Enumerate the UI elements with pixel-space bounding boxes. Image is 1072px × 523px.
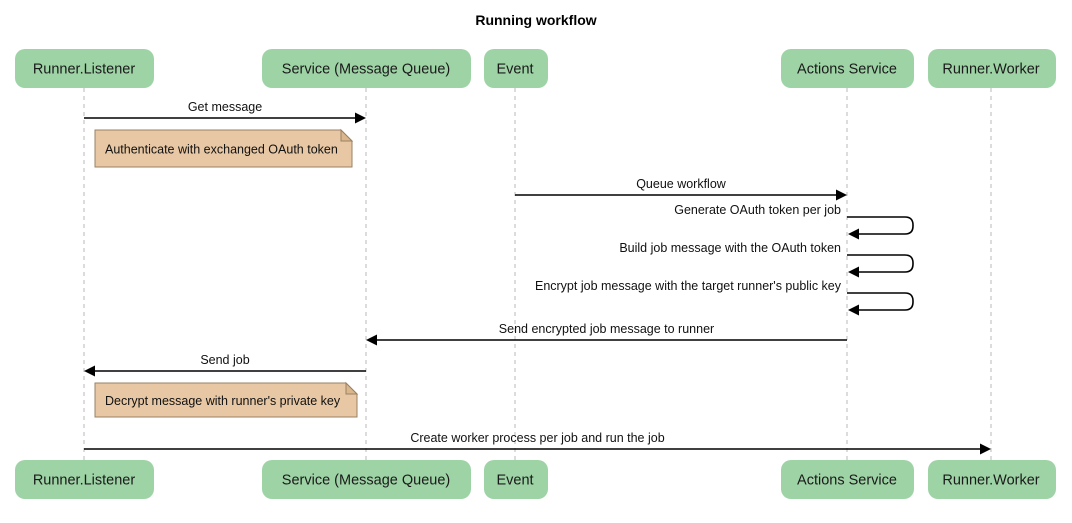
participant-box[interactable] bbox=[484, 49, 548, 88]
note-body bbox=[94, 382, 358, 418]
lifelines-layer bbox=[83, 88, 992, 460]
participant-label: Actions Service bbox=[797, 473, 897, 489]
message-label: Generate OAuth token per job bbox=[674, 203, 841, 217]
message-queue-workflow[interactable]: Queue workflow bbox=[515, 177, 847, 201]
message-label: Send job bbox=[200, 353, 249, 367]
participant-box[interactable] bbox=[262, 49, 471, 88]
note-label: Authenticate with exchanged OAuth token bbox=[105, 143, 338, 157]
arrowhead bbox=[836, 189, 847, 201]
participant-runner-worker-top[interactable]: Runner.Worker bbox=[928, 49, 1056, 88]
message-label: Queue workflow bbox=[636, 177, 727, 191]
participant-event-top[interactable]: Event bbox=[484, 49, 548, 88]
participant-box[interactable] bbox=[928, 460, 1056, 499]
participant-box[interactable] bbox=[781, 49, 914, 88]
participant-label: Event bbox=[496, 62, 533, 78]
participant-box[interactable] bbox=[262, 460, 471, 499]
participant-box[interactable] bbox=[781, 460, 914, 499]
message-label: Create worker process per job and run th… bbox=[410, 431, 664, 445]
note-authenticate-with-exchanged-oauth-token[interactable]: Authenticate with exchanged OAuth token bbox=[94, 128, 354, 168]
message-create-worker-process-per-job-and-run-the-job[interactable]: Create worker process per job and run th… bbox=[84, 431, 991, 455]
participant-event-bottom[interactable]: Event bbox=[484, 460, 548, 499]
note-body bbox=[94, 129, 353, 168]
arrowhead bbox=[848, 228, 859, 240]
note-fold-icon bbox=[340, 128, 354, 142]
participant-service-message-queue-top[interactable]: Service (Message Queue) bbox=[262, 49, 471, 88]
participant-label: Runner.Listener bbox=[33, 473, 136, 489]
arrowhead bbox=[848, 304, 859, 316]
message-send-encrypted-job-message-to-runner[interactable]: Send encrypted job message to runner bbox=[366, 322, 847, 346]
participant-runner-listener-top[interactable]: Runner.Listener bbox=[15, 49, 154, 88]
participant-service-message-queue-bottom[interactable]: Service (Message Queue) bbox=[262, 460, 471, 499]
message-generate-oauth-token-per-job[interactable]: Generate OAuth token per job bbox=[674, 203, 914, 240]
participant-box[interactable] bbox=[484, 460, 548, 499]
arrowhead bbox=[980, 443, 991, 455]
participant-box[interactable] bbox=[15, 460, 154, 499]
participant-label: Runner.Listener bbox=[33, 62, 136, 78]
message-loop bbox=[847, 216, 914, 235]
participant-actions-service-top[interactable]: Actions Service bbox=[781, 49, 914, 88]
message-send-job[interactable]: Send job bbox=[84, 353, 366, 377]
message-build-job-message-with-the-oauth-token[interactable]: Build job message with the OAuth token bbox=[619, 241, 914, 278]
participant-label: Runner.Worker bbox=[942, 473, 1039, 489]
note-fold-icon bbox=[345, 381, 359, 395]
message-loop bbox=[847, 254, 914, 273]
participant-label: Actions Service bbox=[797, 62, 897, 78]
arrowhead bbox=[355, 112, 366, 124]
note-label: Decrypt message with runner's private ke… bbox=[105, 394, 341, 408]
participant-box[interactable] bbox=[15, 49, 154, 88]
message-label: Send encrypted job message to runner bbox=[499, 322, 714, 336]
participant-label: Service (Message Queue) bbox=[282, 473, 450, 489]
participant-box[interactable] bbox=[928, 49, 1056, 88]
participant-runner-worker-bottom[interactable]: Runner.Worker bbox=[928, 460, 1056, 499]
note-decrypt-message-with-runners-private-key[interactable]: Decrypt message with runner's private ke… bbox=[94, 381, 359, 418]
message-loop bbox=[847, 292, 914, 311]
arrowhead bbox=[84, 365, 95, 377]
message-get-message[interactable]: Get message bbox=[84, 100, 366, 124]
participant-label: Runner.Worker bbox=[942, 62, 1039, 78]
participant-runner-listener-bottom[interactable]: Runner.Listener bbox=[15, 460, 154, 499]
notes-layer: Authenticate with exchanged OAuth tokenD… bbox=[94, 128, 359, 418]
participant-actions-service-bottom[interactable]: Actions Service bbox=[781, 460, 914, 499]
arrowhead bbox=[848, 266, 859, 278]
message-label: Get message bbox=[188, 100, 262, 114]
arrowhead bbox=[366, 334, 377, 346]
participant-label: Event bbox=[496, 473, 533, 489]
message-encrypt-job-message-with-the-target-runners-public-key[interactable]: Encrypt job message with the target runn… bbox=[535, 279, 914, 316]
message-label: Encrypt job message with the target runn… bbox=[535, 279, 842, 293]
page-title: Running workflow bbox=[475, 12, 596, 28]
participant-label: Service (Message Queue) bbox=[282, 62, 450, 78]
message-label: Build job message with the OAuth token bbox=[619, 241, 841, 255]
